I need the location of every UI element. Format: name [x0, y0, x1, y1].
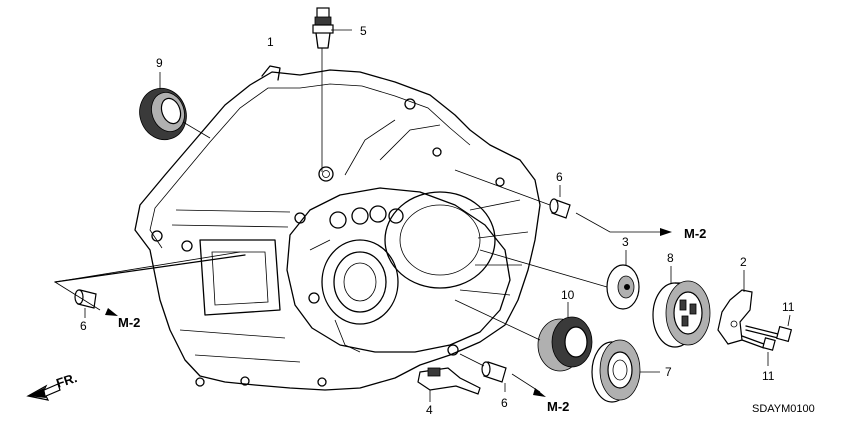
part-11-bolt-lower [741, 335, 776, 366]
front-indicator-arrow [26, 383, 61, 401]
arrow-m2-upper [660, 228, 672, 236]
reference-m2-upper: M-2 [684, 226, 706, 241]
callout-6-upper: 6 [556, 170, 563, 184]
part-6-dowel-upper [454, 169, 660, 233]
callout-4: 4 [426, 403, 433, 417]
reference-m2-left: M-2 [118, 315, 140, 330]
part-5-sensor [312, 7, 352, 172]
part-6-dowel-left [54, 251, 246, 318]
callout-10: 10 [561, 288, 575, 302]
callout-5: 5 [360, 24, 367, 38]
part-4-bracket [417, 367, 481, 402]
callout-6-lower: 6 [501, 396, 508, 410]
callout-9: 9 [156, 56, 163, 70]
reference-m2-lower: M-2 [547, 399, 569, 414]
callout-7: 7 [665, 365, 672, 379]
part-6-dowel-lower [459, 353, 541, 393]
diagram-code: SDAYM0100 [752, 403, 815, 415]
part-3-plate [479, 249, 640, 310]
callout-2: 2 [740, 255, 747, 269]
part-8-bearing [652, 266, 711, 348]
front-indicator-label: FR. [54, 370, 79, 391]
callout-11-lower: 11 [762, 369, 775, 383]
callout-11-upper: 11 [782, 300, 795, 314]
clutch-housing [134, 65, 541, 391]
arrow-m2-lower [533, 388, 546, 397]
callout-8: 8 [667, 251, 674, 265]
callout-1: 1 [267, 35, 274, 49]
part-10-oil-seal [454, 299, 593, 372]
part-7-ball-bearing [591, 339, 660, 403]
part-9-oil-seal [139, 72, 211, 141]
part-2-retaining-plate [717, 270, 753, 345]
callout-6-left: 6 [80, 319, 87, 333]
callout-3: 3 [622, 235, 629, 249]
part-11-bolt-upper [745, 314, 793, 343]
arrow-m2-left [105, 308, 118, 316]
